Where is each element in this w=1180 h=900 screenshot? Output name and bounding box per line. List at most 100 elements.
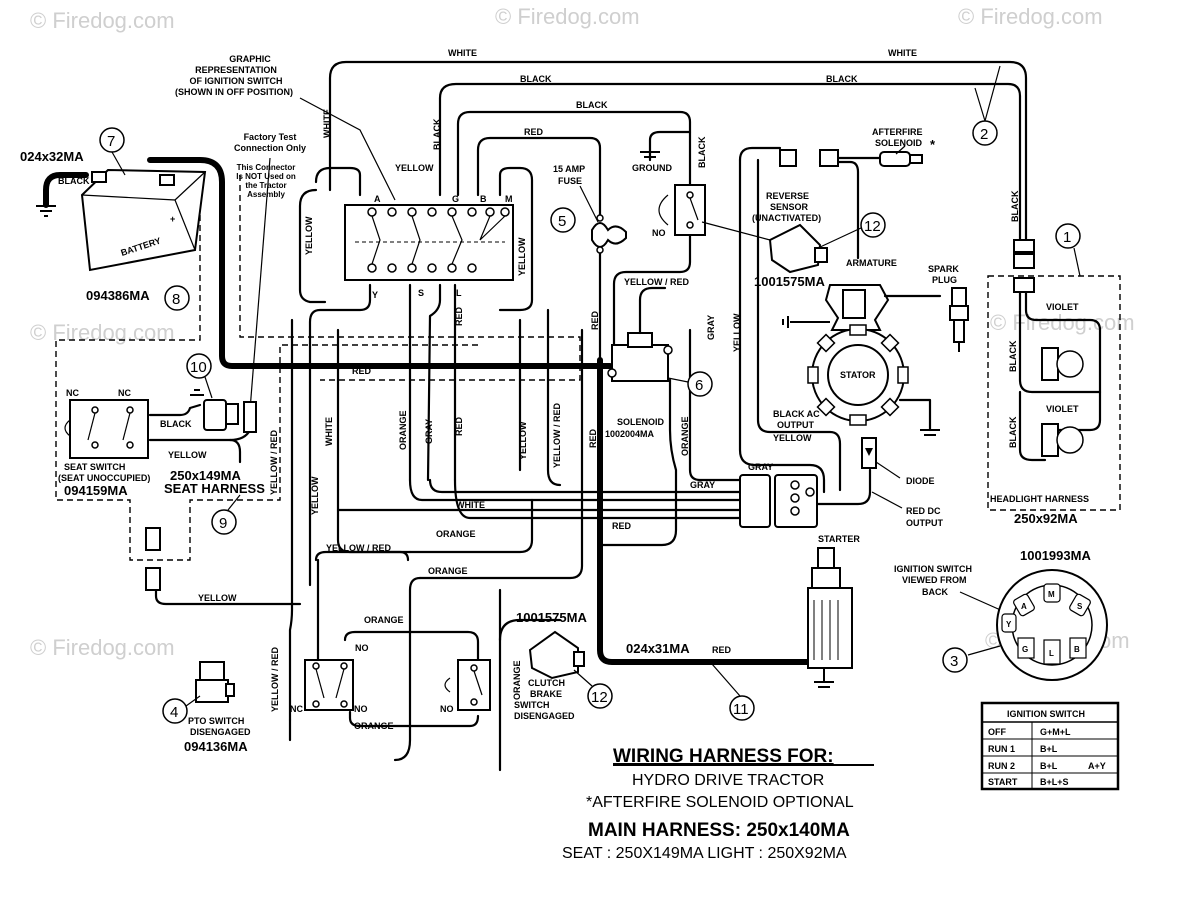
terminal-label: L xyxy=(1049,649,1054,658)
red-dc-label: RED DC xyxy=(906,506,941,516)
factory-test-note: Factory Test xyxy=(244,132,297,142)
table-cell: START xyxy=(988,777,1018,787)
table-cell: RUN 2 xyxy=(988,761,1015,771)
yellow-red-wire xyxy=(546,308,562,487)
ignition-back-label: VIEWED FROM xyxy=(902,575,967,585)
nc-label: NC xyxy=(290,704,303,714)
wire-label: YELLOW xyxy=(395,163,434,173)
watermark: © Firedog.com xyxy=(990,310,1135,335)
callout-number: 1 xyxy=(1063,229,1071,246)
wire-label: RED xyxy=(590,310,600,330)
watermark: © Firedog.com xyxy=(30,8,175,33)
wire-label: GRAY xyxy=(690,480,715,490)
orange-wire xyxy=(343,630,480,662)
callout-number: 2 xyxy=(980,126,988,143)
yellow-wire xyxy=(298,188,327,304)
wire-label: BLACK xyxy=(576,100,608,110)
orange-wire xyxy=(348,710,480,728)
starter-cable-part-number: 024x31MA xyxy=(626,641,690,656)
wire-label: RED xyxy=(352,366,372,376)
yellow-wire xyxy=(228,438,242,464)
yellow-wire xyxy=(308,283,372,587)
solenoid xyxy=(607,332,673,382)
ground-wire xyxy=(898,398,932,432)
callout-number: 5 xyxy=(558,213,566,230)
afterfire-label: AFTERFIRE xyxy=(872,127,923,137)
armature-label: ARMATURE xyxy=(846,258,897,268)
orange-wire xyxy=(393,576,422,762)
leader-line xyxy=(579,185,599,223)
wire-label: BLACK xyxy=(58,176,90,186)
wire-label: WHITE xyxy=(448,48,477,58)
yellow-wire xyxy=(738,146,782,162)
orange-wire xyxy=(408,478,742,502)
wire-label: YELLOW xyxy=(198,593,237,603)
starter-label: STARTER xyxy=(818,534,860,544)
leader-line xyxy=(875,461,901,479)
no-switch-top xyxy=(658,184,706,236)
yellow-red-wire xyxy=(314,550,410,562)
callout-number: 12 xyxy=(591,689,608,706)
diode xyxy=(861,437,877,469)
wire-label: YELLOW xyxy=(518,421,528,460)
wire-label: BLACK xyxy=(826,74,858,84)
connector xyxy=(145,527,161,551)
yellow-red-wire xyxy=(612,233,692,347)
no-label: NO xyxy=(355,643,369,653)
wire-labels: WHITE WHITE BLACK BLACK BLACK RED YELLOW… xyxy=(198,48,1020,731)
ignition-switch-part-number: 1001993MA xyxy=(1020,548,1091,563)
spark-plug xyxy=(949,287,969,352)
not-used-note: Assembly xyxy=(247,190,285,199)
reverse-sensor-label: SENSOR xyxy=(770,202,809,212)
pto-label: DISENGAGED xyxy=(190,727,251,737)
table-cell: RUN 1 xyxy=(988,744,1015,754)
callout-number: 12 xyxy=(864,218,881,235)
headlight-connector xyxy=(1013,239,1035,293)
ignition-back-label: BACK xyxy=(922,587,948,597)
table-cell: B+L xyxy=(1040,744,1058,754)
wire-label: WHITE xyxy=(888,48,917,58)
solenoid-part-number: 1002004MA xyxy=(605,429,655,439)
main-harness-label: MAIN HARNESS: 250x140MA xyxy=(588,820,850,841)
black-wire xyxy=(438,82,1022,247)
clutch-part-number: 1001575MA xyxy=(516,610,587,625)
ignition-switch-back xyxy=(996,569,1108,681)
headlight-bulb xyxy=(1041,347,1084,381)
seat-switch xyxy=(64,399,149,459)
afterfire-label: SOLENOID xyxy=(875,138,923,148)
leader-line xyxy=(667,377,689,383)
clutch-label: BRAKE xyxy=(530,689,562,699)
clutch-label: CLUTCH xyxy=(528,678,565,688)
terminal-label: B xyxy=(1074,645,1080,654)
wire-label: RED xyxy=(454,416,464,436)
red-wire xyxy=(476,136,602,217)
wire-label: BLACK xyxy=(1008,340,1018,372)
wire-label: YELLOW xyxy=(732,313,742,352)
yellow-wire xyxy=(154,588,302,606)
harness-boundaries xyxy=(55,175,1121,561)
black-ac-label: BLACK AC xyxy=(773,409,820,419)
violet-wire xyxy=(1024,288,1102,394)
table-cell: A+Y xyxy=(1088,761,1106,771)
afterfire-solenoid xyxy=(879,145,923,167)
nc-label: NC xyxy=(118,388,131,398)
battery-terminal xyxy=(159,174,175,186)
ground-icon xyxy=(782,316,830,328)
connector xyxy=(145,567,161,591)
terminal-a-label: A xyxy=(374,194,381,204)
no-label: NO xyxy=(652,228,666,238)
afterfire-optional-icon: * xyxy=(930,137,936,152)
connector xyxy=(779,149,839,167)
table-cell: B+L xyxy=(1040,761,1058,771)
reverse-sensor-label: (UNACTIVATED) xyxy=(752,213,821,223)
terminal-label: A xyxy=(1021,602,1027,611)
gray-wire xyxy=(426,283,442,482)
black-wire xyxy=(638,286,667,335)
plus-icon: + xyxy=(170,214,175,224)
clutch-label: DISENGAGED xyxy=(514,711,575,721)
leader-line xyxy=(249,157,271,411)
gray-wire xyxy=(428,478,742,494)
leader-line xyxy=(701,221,771,241)
clutch-brake-switch xyxy=(528,630,585,680)
